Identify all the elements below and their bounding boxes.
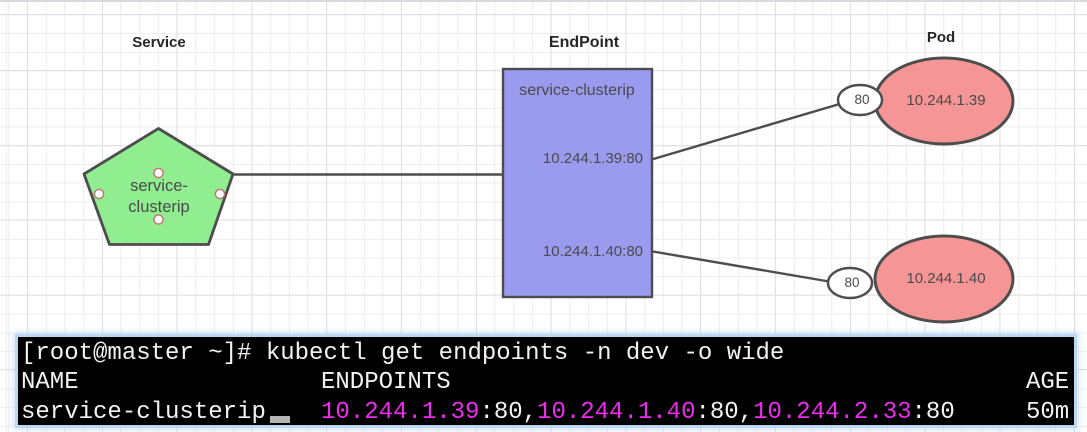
column-header-name: NAME xyxy=(21,369,79,397)
endpoint-port: :80, xyxy=(479,398,538,426)
endpoint-ip: 10.244.1.39 xyxy=(321,398,480,426)
endpoint-entry: 10.244.1.39:80 xyxy=(542,150,643,167)
endpoint-entry: 10.244.1.40:80 xyxy=(542,243,643,260)
endpoint-column-title: EndPoint xyxy=(548,34,620,51)
terminal-command-line: [root@master ~]# kubectl get endpoints -… xyxy=(18,339,1074,368)
pod2-port-label: 80 xyxy=(844,275,860,290)
terminal-window[interactable]: [root@master ~]# kubectl get endpoints -… xyxy=(18,337,1074,427)
row-endpoints-cell: 10.244.1.39:80,10.244.1.40:80,10.244.2.3… xyxy=(321,398,955,427)
connection-anchor-icon xyxy=(153,214,164,225)
endpoint-ip: 10.244.1.40 xyxy=(537,398,696,426)
row-age-cell: 50m xyxy=(1026,398,1070,426)
endpoint-port: :80 xyxy=(911,398,955,426)
terminal-cursor[interactable] xyxy=(270,415,290,423)
endpoint-rect-shape xyxy=(501,67,654,299)
service-column-title: Service xyxy=(132,34,186,51)
service-node-label-line1: service- xyxy=(130,177,188,195)
terminal-data-row: service-clusterip 10.244.1.39:80,10.244.… xyxy=(18,398,1074,427)
terminal-prompt-command: [root@master ~]# kubectl get endpoints -… xyxy=(21,340,785,367)
pod-column-title: Pod xyxy=(926,29,956,46)
connection-anchor-icon xyxy=(93,188,105,200)
pod1-port-ellipse xyxy=(836,83,884,117)
connector-line-endpoint-pod1 xyxy=(649,101,844,162)
pod1-port-label: 80 xyxy=(854,92,870,107)
row-name-cell: service-clusterip xyxy=(21,398,266,426)
pod1-ip-label: 10.244.1.39 xyxy=(906,92,986,109)
endpoint-port: :80, xyxy=(695,398,754,426)
endpoint-ip: 10.244.2.33 xyxy=(753,398,912,426)
connection-anchor-icon xyxy=(214,188,226,200)
pod2-ellipse-shape xyxy=(873,234,1015,324)
service-pentagon-shape xyxy=(82,127,235,246)
endpoint-node-title: service-clusterip xyxy=(519,82,635,99)
pod2-port-ellipse xyxy=(826,266,874,300)
service-node-label-line2: clusterip xyxy=(128,197,190,216)
column-header-endpoints: ENDPOINTS xyxy=(321,369,451,397)
diagram-shapes xyxy=(82,56,1015,324)
terminal-header-row: NAME ENDPOINTS AGE xyxy=(18,368,1074,397)
connection-anchor-icon xyxy=(153,167,164,179)
service-node-label: service- clusterip xyxy=(128,176,189,217)
column-header-age: AGE xyxy=(1026,369,1070,397)
connector-line-endpoint-pod2 xyxy=(649,249,833,284)
pod2-ip-label: 10.244.1.40 xyxy=(906,270,986,287)
